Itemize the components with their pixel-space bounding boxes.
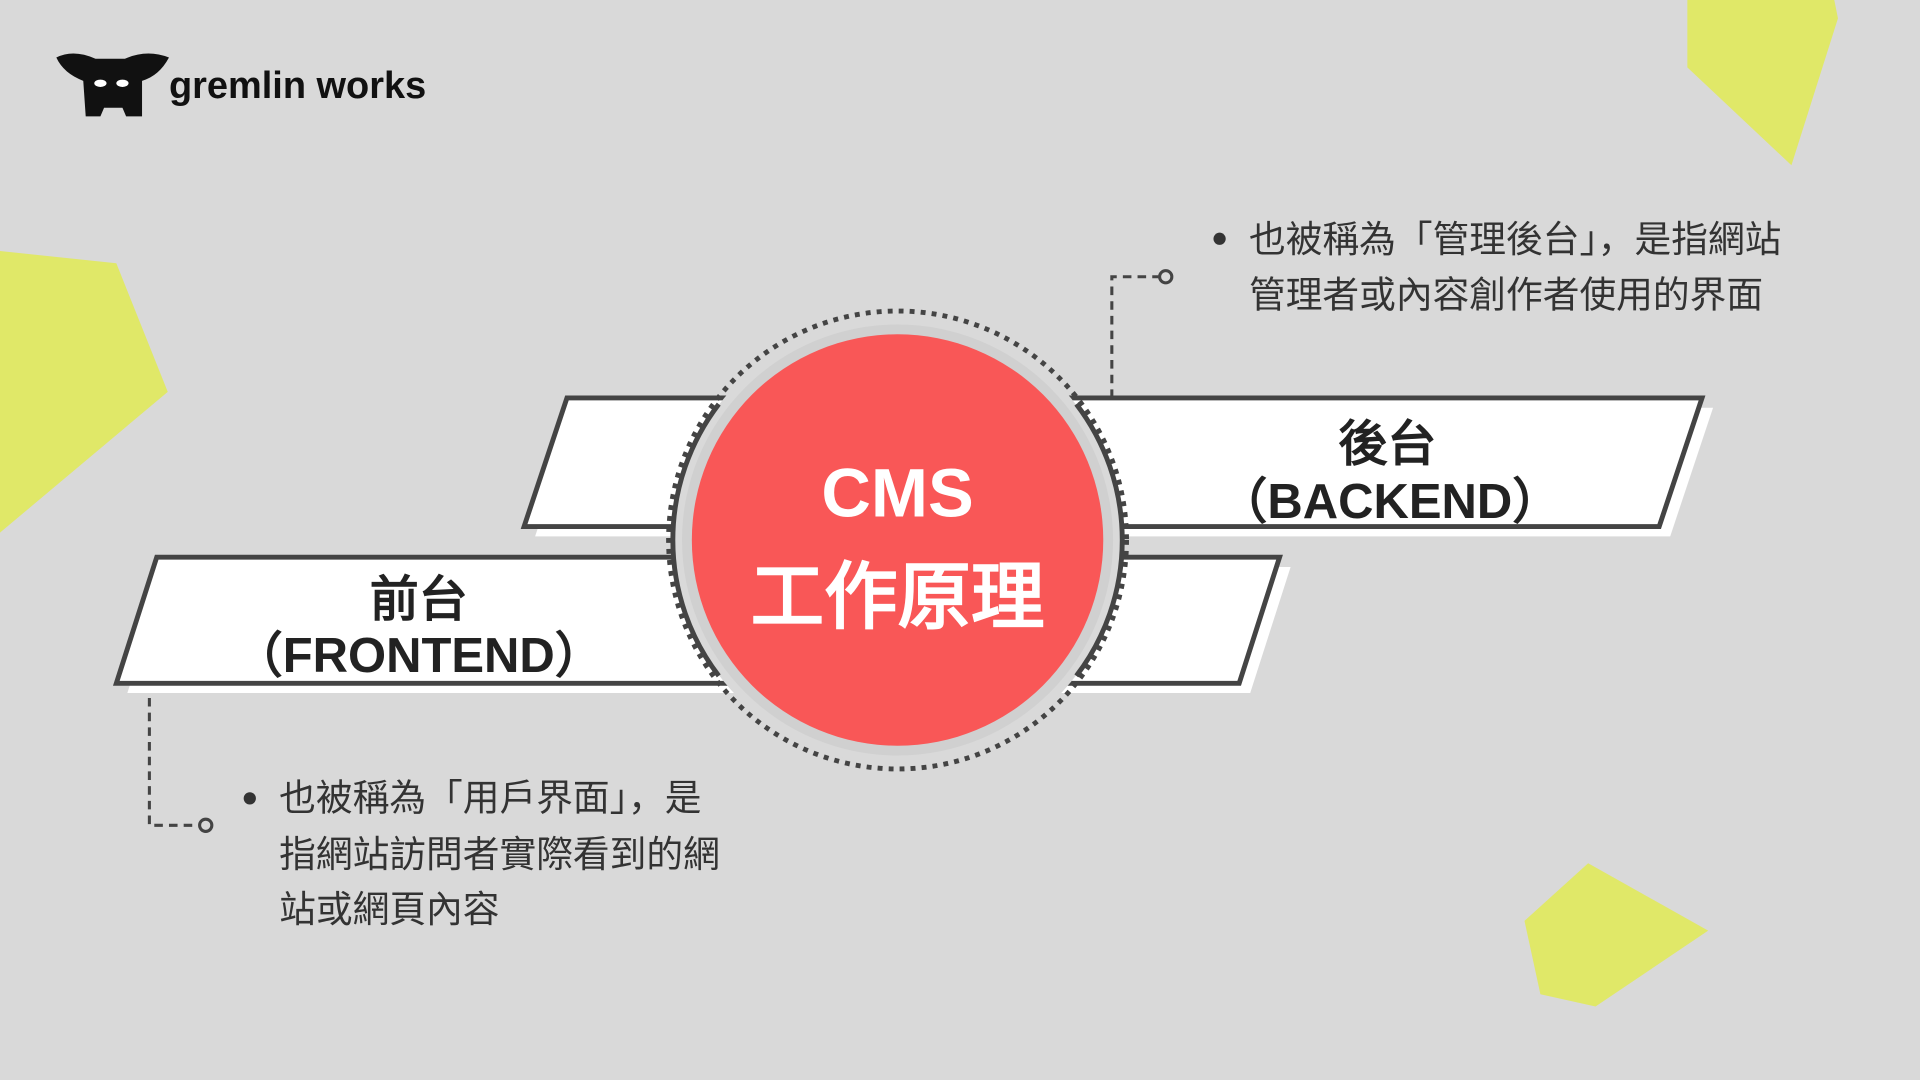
- gremlin-mascot-icon: [56, 53, 169, 117]
- frontend-line-3: 站或網頁內容: [279, 889, 499, 930]
- center-subtitle: 工作原理: [751, 555, 1045, 638]
- frontend-connector-dot: [198, 817, 214, 833]
- frontend-title: 前台: [370, 573, 468, 627]
- frontend-description: 也被稱為「用戶界面」，是 指網站訪問者實際看到的網 站或網頁內容: [243, 778, 720, 930]
- mascot-eye-left: [94, 79, 107, 87]
- mascot-eye-right: [116, 79, 129, 87]
- circle-outline-right: [1074, 402, 1125, 678]
- backend-connector-line: [1110, 275, 1159, 398]
- frontend-line-2: 指網站訪問者實際看到的網: [279, 834, 720, 875]
- frontend-connector-line: [147, 683, 199, 827]
- decor-shape-top-right: [1687, 0, 1838, 166]
- backend-description: 也被稱為「管理後台」，是指網站 管理者或內容創作者使用的界面: [1213, 219, 1781, 315]
- center-title: CMS: [821, 455, 973, 532]
- decor-shape-left: [0, 251, 168, 533]
- backend-subtitle: （BACKEND）: [1218, 475, 1561, 529]
- backend-connector-dot: [1158, 269, 1174, 285]
- logo: gremlin works: [56, 53, 426, 117]
- frontend-line-1: 也被稱為「用戶界面」，是: [279, 778, 701, 819]
- dotted-ring: [666, 308, 1129, 772]
- center-circle: [691, 334, 1104, 746]
- logo-text: gremlin works: [169, 65, 426, 107]
- bullet-dot: [243, 792, 256, 805]
- backend-line-2: 管理者或內容創作者使用的界面: [1249, 274, 1763, 315]
- frontend-subtitle: （FRONTEND）: [234, 629, 604, 683]
- backend-line-1: 也被稱為「管理後台」，是指網站: [1249, 219, 1781, 260]
- circle-outline-left: [670, 402, 721, 678]
- backend-title: 後台: [1338, 417, 1436, 471]
- decor-shape-bottom-right: [1524, 863, 1709, 1007]
- bullet-dot: [1213, 232, 1226, 245]
